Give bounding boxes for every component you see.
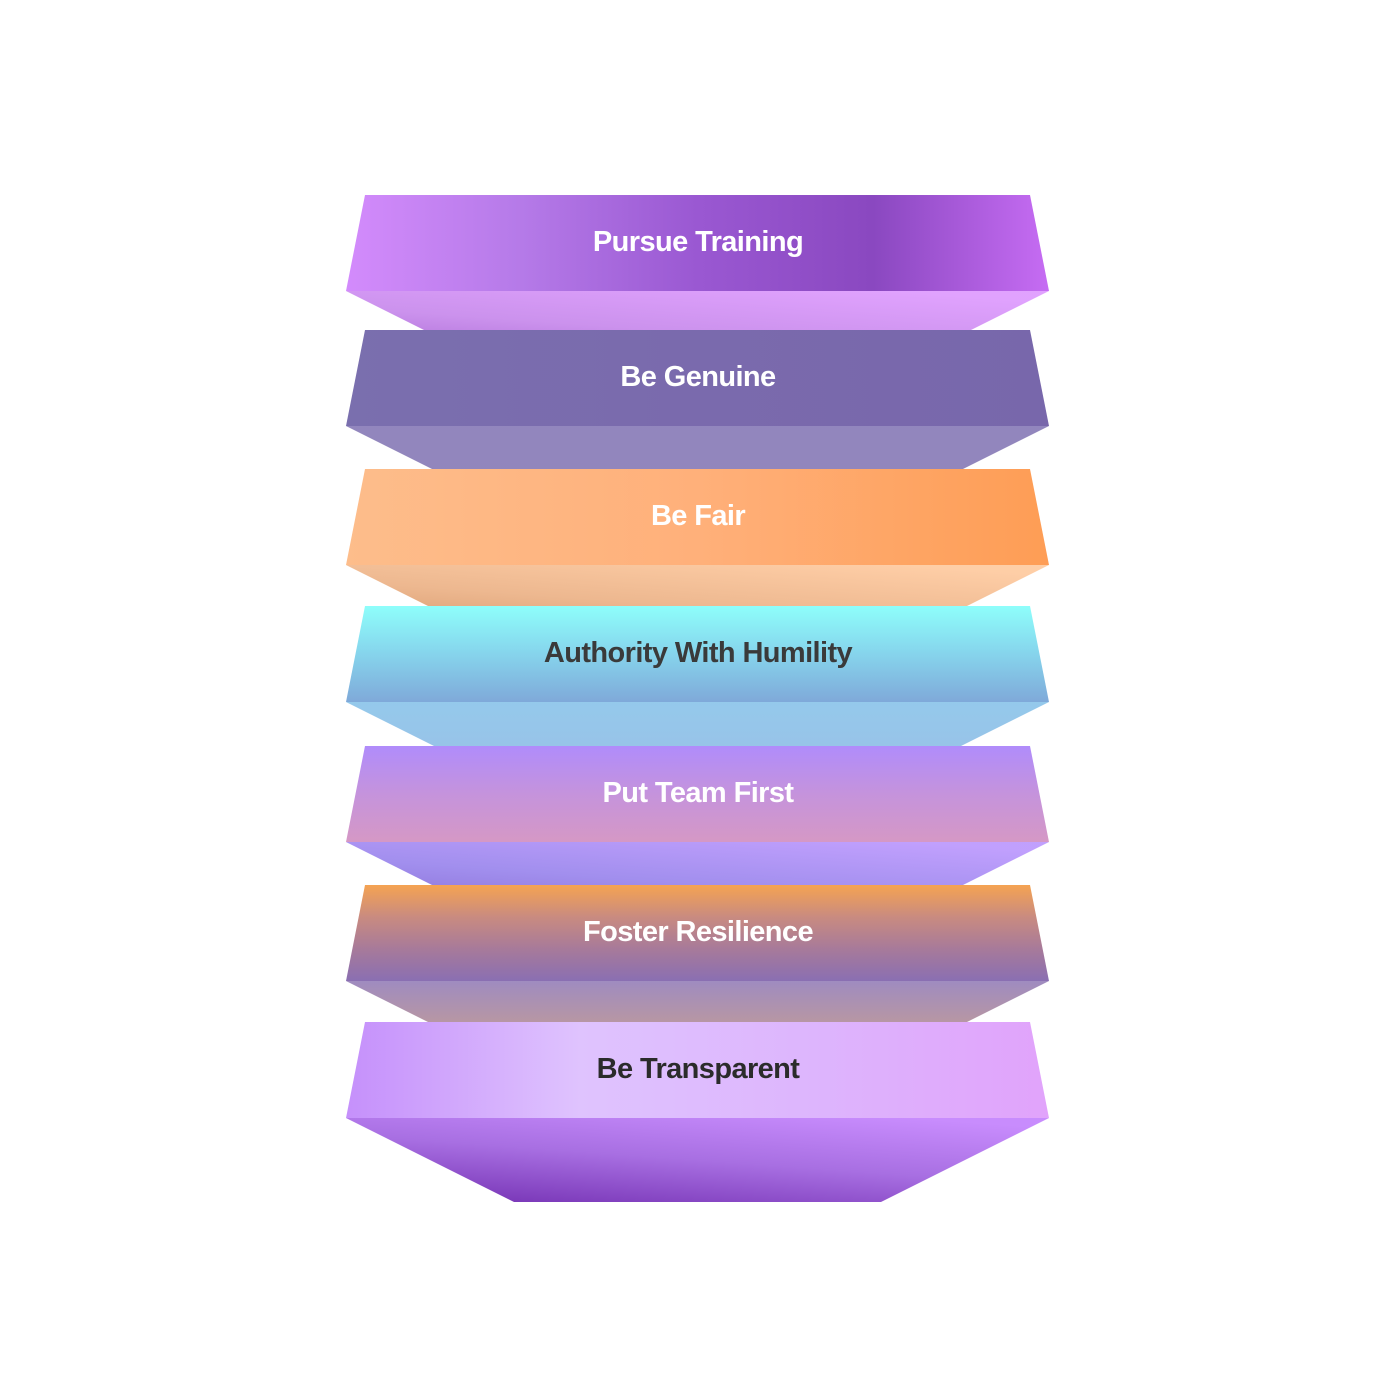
layer-label: Be Genuine <box>620 361 776 393</box>
layer-be-transparent <box>346 1022 1049 1202</box>
layer-label: Put Team First <box>603 777 795 809</box>
layer-label: Foster Resilience <box>583 916 813 948</box>
layer-top-face <box>346 606 1049 702</box>
layer-top-face <box>346 195 1049 291</box>
layer-label: Be Transparent <box>597 1053 801 1085</box>
layer-top-face <box>346 885 1049 981</box>
layer-top-face <box>346 330 1049 426</box>
layer-top-face <box>346 746 1049 842</box>
layer-top-face <box>346 469 1049 565</box>
layers-group: Pursue Training Be Genuine Be FairAuthorit… <box>346 195 1049 1202</box>
layer-label: Authority With Humility <box>544 637 853 669</box>
layer-top-face <box>346 1022 1049 1118</box>
layer-label: Pursue Training <box>593 226 803 258</box>
layer-bottom-face <box>346 1118 1049 1202</box>
layer-label: Be Fair <box>651 500 745 532</box>
